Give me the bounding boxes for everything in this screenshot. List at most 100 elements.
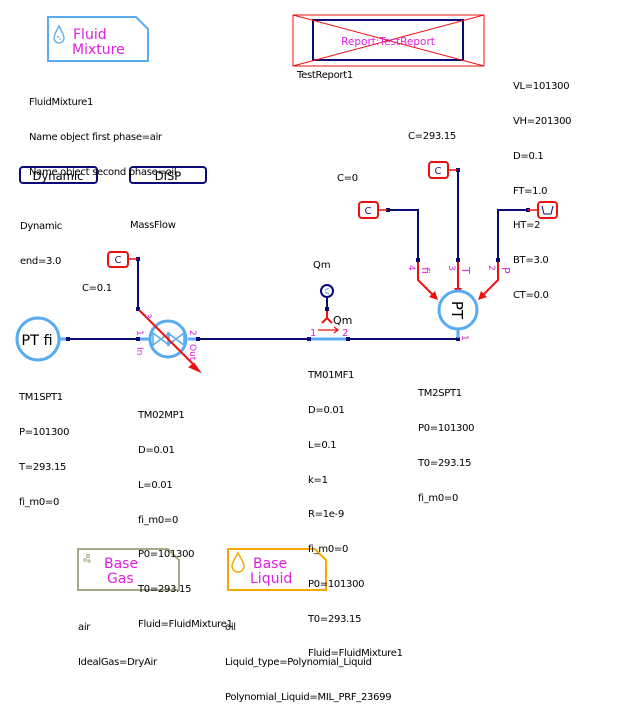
sink-input-p [481, 262, 499, 297]
flow-meter-port1: 1 [310, 328, 316, 339]
constant-label: C [435, 166, 442, 177]
valve-port-in-number: 1 [134, 330, 144, 336]
fluid-mixture-title-1: Fluid [73, 27, 107, 43]
pressure-source-block[interactable] [528, 201, 558, 219]
param-line: R=1e-9 [308, 509, 345, 521]
gas-bubbles-icon [83, 554, 91, 563]
sink-input-fi [417, 262, 435, 297]
sink-port4-label: fi [419, 267, 432, 274]
sink-component[interactable]: PT 1 4 fi 3 T 2 P [406, 262, 512, 341]
param-line: end=3.0 [20, 255, 62, 267]
param-line: FluidMixture1 [29, 97, 94, 109]
flow-meter-port2: 2 [342, 328, 348, 339]
fluid-mixture-title-2: Mixture [72, 42, 125, 58]
wire [388, 209, 419, 260]
source-component[interactable]: PT fi [15, 316, 66, 362]
sink-port2: 2 [486, 265, 496, 271]
junction [196, 337, 200, 341]
fluid-mixture-block[interactable]: Fluid Mixture [47, 16, 149, 62]
valve-port-ctrl: 3 [142, 313, 152, 319]
junction [386, 208, 390, 212]
param-line: VL=101300 [513, 81, 570, 93]
disp-block[interactable]: DISP [129, 166, 207, 184]
junction [456, 337, 460, 341]
valve-params: TM02MP1 D=0.01 L=0.01 fi_m0=0 P0=101300 … [138, 387, 233, 642]
junction [66, 337, 70, 341]
param-line: BT=3.0 [513, 255, 549, 267]
param-line: Name object second phase=oil [29, 166, 177, 178]
base-gas-title-2: Gas [107, 571, 134, 587]
param-line: T=293.15 [19, 461, 67, 473]
report-label: Report:TestReport [341, 36, 435, 48]
junction [136, 307, 140, 311]
valve-component[interactable]: 3 1 In 2 Out [134, 309, 202, 374]
source-params: TM1SPT1 P=101300 T=293.15 fi_m0=0 [19, 369, 69, 520]
flow-meter-sensor-icon [324, 287, 330, 295]
report-cross-line [292, 14, 485, 67]
disp-label: DISP [155, 169, 182, 183]
base-gas-params: air IdealGas=DryAir [78, 599, 157, 680]
constant-t-block[interactable]: C [428, 161, 457, 179]
valve-port-out-number: 2 [187, 330, 197, 336]
param-line: TM01MF1 [308, 370, 355, 382]
param-line: fi_m0=0 [19, 496, 60, 508]
param-line: fi_m0=0 [138, 514, 179, 526]
param-line: T0=293.15 [418, 457, 472, 469]
param-line: oil [225, 622, 236, 634]
param-line: D=0.01 [138, 444, 175, 456]
report-block[interactable]: Report:TestReport [292, 14, 485, 67]
constant-valve-value: C=0.1 [82, 283, 112, 294]
junction [136, 257, 140, 261]
sink-port3: 3 [446, 265, 456, 271]
param-line: fi_m0=0 [418, 492, 459, 504]
base-liquid-title-2: Liquid [250, 571, 292, 587]
param-line: P0=101300 [418, 422, 475, 434]
flow-meter-sensor [320, 284, 334, 298]
wire [497, 209, 528, 260]
param-line: VH=201300 [513, 115, 572, 127]
fluid-drop-icon [53, 24, 65, 44]
sink-params: TM2SPT1 P0=101300 T0=293.15 fi_m0=0 [418, 365, 475, 516]
junction [136, 337, 140, 341]
flow-meter-output-arrow [321, 311, 333, 324]
base-gas-title-1: Base [104, 556, 138, 572]
report-inner-frame [312, 19, 464, 61]
flow-meter-out-label: Qm [333, 314, 352, 327]
param-line: L=0.1 [308, 439, 337, 451]
fluid-mixture-params: FluidMixture1 Name object first phase=ai… [29, 74, 177, 190]
report-outer-frame [292, 14, 485, 67]
sink-port3-label: T [459, 266, 472, 274]
param-line: TM02MP1 [138, 410, 185, 422]
flow-direction-arrow [318, 326, 339, 334]
param-line: TM1SPT1 [19, 392, 63, 404]
junction [496, 258, 500, 262]
param-line: HT=2 [513, 220, 541, 232]
junction [456, 258, 460, 262]
constant-valve-block[interactable]: C [107, 251, 137, 268]
param-line: D=0.1 [513, 150, 544, 162]
base-liquid-params: oil Liquid_type=Polynomial_Liquid Polyno… [225, 599, 392, 715]
param-line: D=0.01 [308, 404, 345, 416]
valve-control-arrow [188, 362, 202, 374]
sink-label: PT [448, 301, 466, 320]
constant-fi-block[interactable]: C [358, 201, 387, 219]
source-label: PT fi [21, 333, 52, 349]
param-line: Fluid=FluidMixture1 [138, 618, 233, 630]
dynamic-params: Dynamic end=3.0 [20, 198, 62, 279]
sink-port1: 1 [459, 335, 469, 341]
param-line: IdealGas=DryAir [78, 656, 157, 668]
junction [456, 168, 460, 172]
flow-meter-params: TM01MF1 D=0.01 L=0.1 k=1 R=1e-9 fi_m0=0 … [308, 347, 403, 672]
param-line: P0=101300 [308, 578, 365, 590]
base-gas-block[interactable]: Base Gas [77, 548, 180, 591]
junction [346, 337, 350, 341]
base-liquid-block[interactable]: Base Liquid [227, 548, 327, 591]
base-liquid-title-1: Base [253, 556, 287, 572]
junction [325, 307, 329, 311]
constant-label: C [365, 206, 372, 217]
param-line: Liquid_type=Polynomial_Liquid [225, 656, 372, 668]
dynamic-block[interactable]: Dynamic [19, 166, 98, 184]
fluid-mixture-frame [47, 16, 149, 62]
dynamic-label: Dynamic [33, 169, 84, 183]
flow-meter-component[interactable]: Qm Qm 1 2 [310, 260, 352, 341]
